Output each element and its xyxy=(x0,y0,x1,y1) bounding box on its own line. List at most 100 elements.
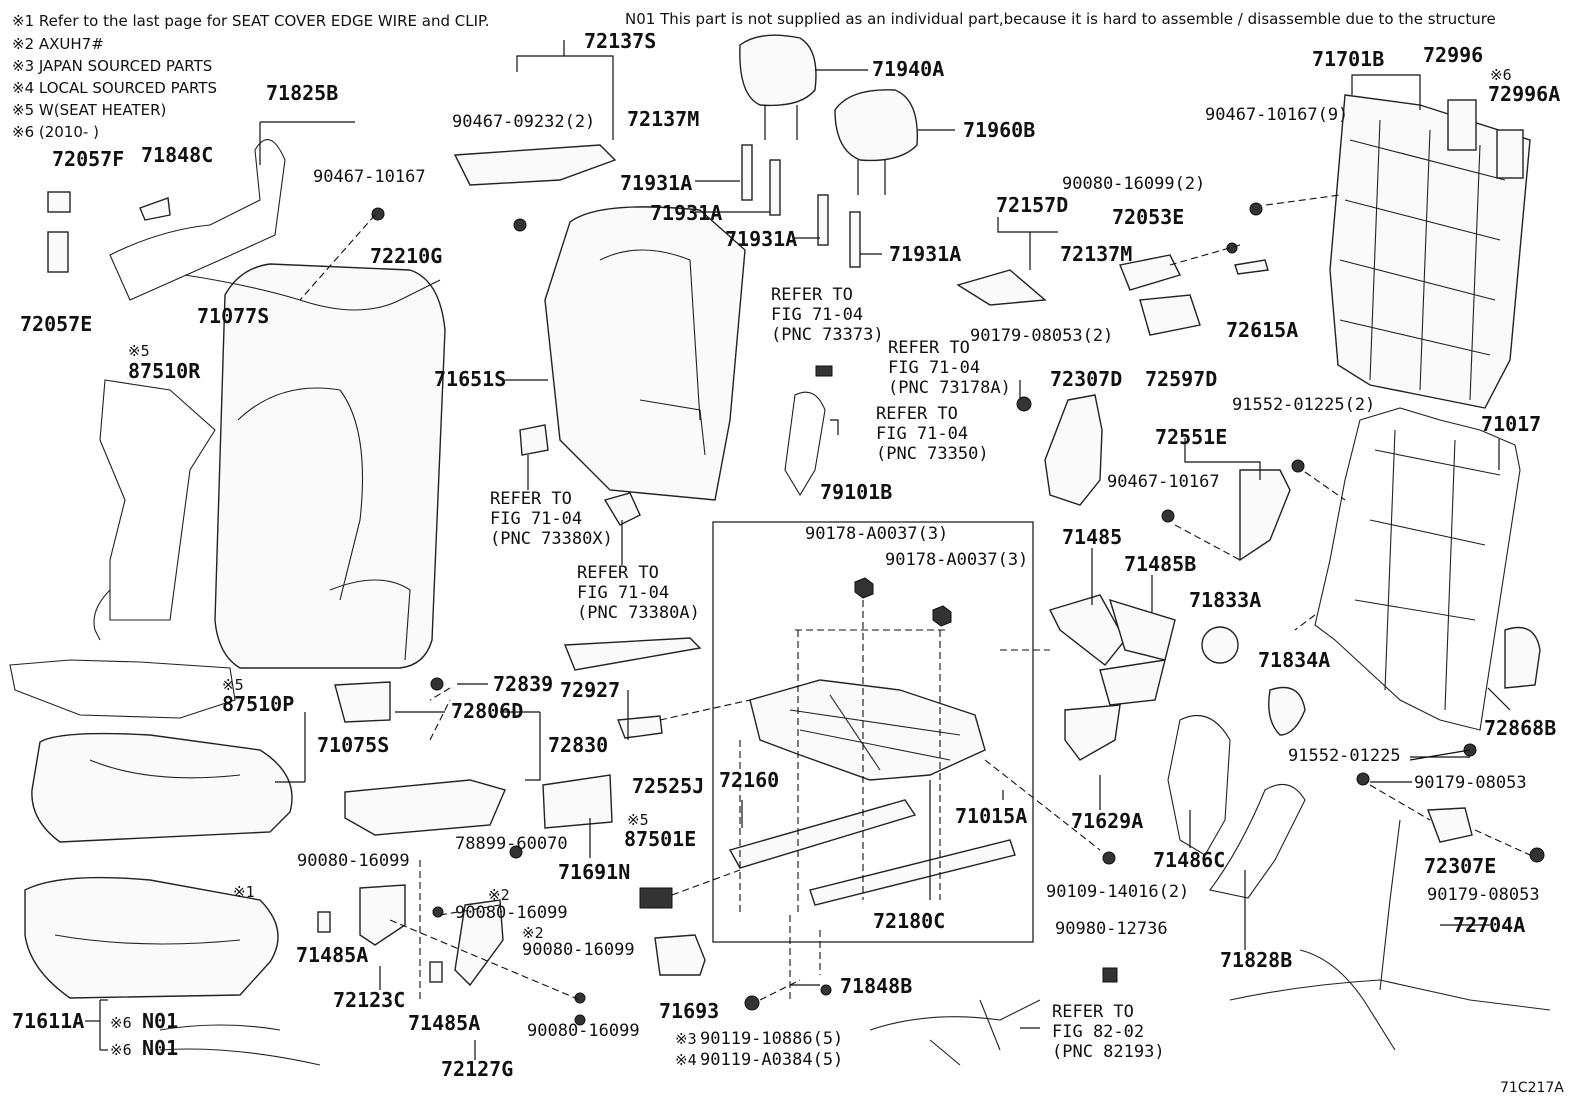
seatback-pad-seam xyxy=(639,399,706,456)
bracket-shape xyxy=(1496,129,1524,179)
note-marker-5c: ※5 xyxy=(627,811,649,829)
label-71940A: 71940A xyxy=(872,57,944,81)
label-71485B: 71485B xyxy=(1124,552,1196,576)
bolt-shape xyxy=(509,845,523,859)
label-72057E: 72057E xyxy=(20,312,92,336)
label-71485: 71485 xyxy=(1062,525,1122,549)
note-1: ※1 Refer to the last page for SEAT COVER… xyxy=(12,12,489,30)
harness-shape xyxy=(1229,819,1551,1051)
label-87510R: 87510R xyxy=(128,359,201,383)
note-n01: N01 This part is not supplied as an indi… xyxy=(625,10,1496,28)
bracket-small-shape xyxy=(1234,259,1269,275)
side-cover-shape xyxy=(1108,598,1176,661)
note-4: ※4 LOCAL SOURCED PARTS xyxy=(12,79,217,97)
note-marker-2a: ※2 xyxy=(488,886,510,904)
label-90467-10167-a: 90467-10167 xyxy=(313,167,426,187)
cover-shape xyxy=(956,269,1047,306)
label-90080-16099-d: 90080-16099 xyxy=(527,1021,640,1041)
bolt-shape xyxy=(744,995,760,1011)
label-71848C: 71848C xyxy=(141,143,213,167)
note-marker-5a: ※5 xyxy=(128,342,150,360)
label-71611A: 71611A xyxy=(12,1009,84,1033)
label-71485A-b: 71485A xyxy=(408,1011,480,1035)
cover-panel-shape xyxy=(359,884,406,946)
label-72137M-b: 72137M xyxy=(1060,242,1132,266)
note-marker-2b: ※2 xyxy=(522,924,544,942)
refer-73373-line2: FIG 71-04 xyxy=(771,305,863,325)
label-72157D: 72157D xyxy=(996,193,1068,217)
bolt-shape xyxy=(574,1014,586,1026)
label-90179-08053-b: 90179-08053 xyxy=(1427,885,1540,905)
label-90109-14016: 90109-14016(2) xyxy=(1046,882,1189,902)
headrest-shape xyxy=(739,34,817,107)
label-72525J: 72525J xyxy=(632,774,704,798)
track-group-box xyxy=(712,521,1034,943)
armrest-board-shape xyxy=(453,144,617,186)
clip-shape xyxy=(317,911,331,933)
heater-mat-back-shape xyxy=(99,379,216,621)
label-72307E: 72307E xyxy=(1424,854,1496,878)
label-71833A: 71833A xyxy=(1189,588,1261,612)
label-87510P: 87510P xyxy=(222,692,294,716)
plate-shape xyxy=(1239,469,1291,562)
note-2: ※2 AXUH7# xyxy=(12,35,104,53)
refer-73380A-line3: (PNC 73380A) xyxy=(577,603,700,623)
label-72057F: 72057F xyxy=(52,147,124,171)
bolt-shape xyxy=(513,218,527,232)
refer-73373-line3: (PNC 73373) xyxy=(771,325,884,345)
label-90179-08053-2: 90179-08053(2) xyxy=(970,326,1113,346)
label-71629A: 71629A xyxy=(1071,809,1143,833)
harness-shape xyxy=(159,1024,321,1066)
hinge-bracket-shape xyxy=(1427,807,1473,843)
label-71931A-4: 71931A xyxy=(889,242,961,266)
label-71825B: 71825B xyxy=(266,81,338,105)
label-71077S: 71077S xyxy=(197,304,269,328)
label-72830: 72830 xyxy=(548,733,608,757)
refer-82193-line2: FIG 82-02 xyxy=(1052,1022,1144,1042)
nut-shape xyxy=(932,605,952,627)
label-72996: 72996 xyxy=(1423,43,1483,67)
label-72615A: 72615A xyxy=(1226,318,1298,342)
label-72210G: 72210G xyxy=(370,244,442,268)
label-71828B: 71828B xyxy=(1220,948,1292,972)
side-trim-shape xyxy=(1209,783,1306,899)
label-71848B: 71848B xyxy=(840,974,912,998)
bracket-shape xyxy=(654,934,706,976)
armrest-shape xyxy=(344,779,506,836)
label-N01-a: N01 xyxy=(142,1009,178,1033)
latch-shape xyxy=(603,492,641,526)
part-drawings xyxy=(9,34,1551,1066)
dashed-lines xyxy=(299,194,1531,1001)
label-72180C: 72180C xyxy=(873,909,945,933)
label-71486C: 71486C xyxy=(1153,848,1225,872)
nut-shape xyxy=(854,577,874,599)
label-N01-b: N01 xyxy=(142,1036,178,1060)
refer-73350-line2: FIG 71-04 xyxy=(876,424,968,444)
armrest-lid-shape xyxy=(563,637,702,671)
recliner-shape xyxy=(1044,394,1103,506)
headrest-shape xyxy=(834,89,919,162)
refer-73380X-line3: (PNC 73380X) xyxy=(490,529,613,549)
bolt-shape xyxy=(1356,772,1370,786)
refer-73350-line3: (PNC 73350) xyxy=(876,444,989,464)
label-71834A: 71834A xyxy=(1258,648,1330,672)
note-marker-6c: ※6 xyxy=(110,1041,132,1059)
label-72597D: 72597D xyxy=(1145,367,1217,391)
trim-shape xyxy=(1099,659,1166,706)
hinge-cover-shape xyxy=(1119,254,1181,291)
bolt-shape xyxy=(1226,242,1238,254)
cushion-pad-seam xyxy=(54,934,241,945)
seatback-frame-inner xyxy=(1354,429,1501,711)
refer-73178A-line2: FIG 71-04 xyxy=(888,358,980,378)
seatbelt-buckle-shape xyxy=(519,424,549,456)
headrest-guide-shape xyxy=(769,159,781,216)
part-labels: 72137S 71940A 71960B 71701B 72996 ※6 729… xyxy=(12,29,1560,1081)
label-90119-A0384: 90119-A0384(5) xyxy=(700,1050,843,1070)
cover-panel-shape xyxy=(454,899,504,987)
label-72307D: 72307D xyxy=(1050,367,1122,391)
label-90080-16099-c: 90080-16099 xyxy=(522,940,635,960)
refer-82193-line3: (PNC 82193) xyxy=(1052,1042,1165,1062)
seatback-frame-shape xyxy=(1314,407,1521,731)
label-90178-A0037-b: 90178-A0037(3) xyxy=(885,550,1028,570)
